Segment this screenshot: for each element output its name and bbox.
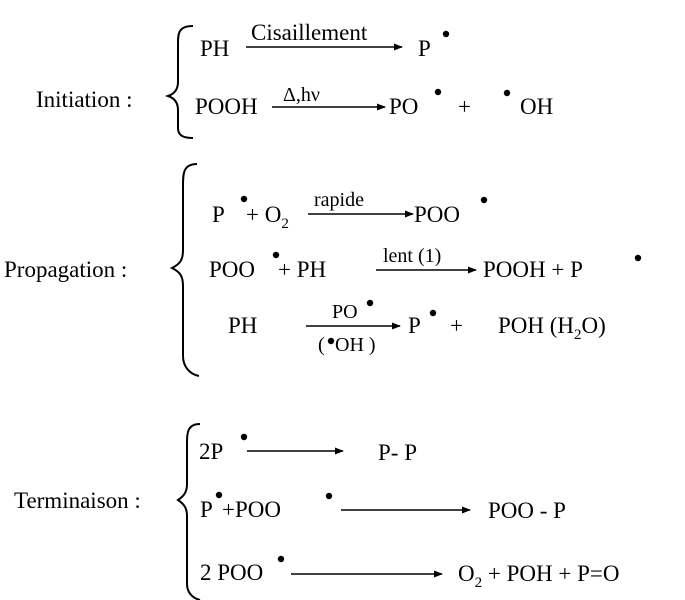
terminaison-section: Terminaison : 2P P- P P +POO POO - P 2 P… (14, 423, 619, 600)
terminaison-brace (176, 423, 201, 600)
plus-sign: + (450, 313, 463, 338)
section-label-propagation: Propagation : (4, 257, 127, 282)
reactant: PH (200, 36, 229, 61)
radical-dot (634, 254, 642, 262)
product: POO - P (488, 498, 566, 523)
product: P (418, 36, 431, 61)
terminaison-reaction-3: 2 POO O2 + POH + P=O (200, 555, 619, 591)
section-label-initiation: Initiation : (36, 87, 132, 112)
propagation-brace (169, 163, 200, 377)
terminaison-reaction-1: 2P P- P (199, 433, 417, 465)
radical-dot (240, 433, 248, 441)
arrow-condition-top: PO (332, 301, 358, 323)
product-1: P (408, 313, 421, 338)
product: P- P (378, 440, 417, 465)
radical-dot (240, 195, 248, 203)
product: POOH + P (483, 257, 583, 282)
reactant: 2P (199, 439, 223, 464)
propagation-reaction-2: POO + PH lent (1) POOH + P (209, 245, 642, 282)
product: POO (414, 202, 460, 227)
radical-dot (277, 555, 285, 563)
radical-dot (327, 337, 335, 345)
initiation-reaction-2: POOH Δ,hν PO + OH (195, 84, 553, 119)
radical-dot (272, 251, 280, 259)
reactant-1: P (200, 497, 213, 522)
initiation-brace (164, 25, 194, 139)
radical-dot (429, 309, 437, 317)
radical-dot (325, 492, 333, 500)
plus-sign: + (458, 94, 471, 119)
propagation-reaction-3: PH PO ( OH ) P + POH (H2O) (228, 299, 606, 356)
product-2: OH (520, 94, 553, 119)
reactant: 2 POO (200, 560, 263, 585)
arrow-condition: Cisaillement (251, 20, 368, 45)
section-label-terminaison: Terminaison : (14, 488, 141, 513)
reactant-1: P (212, 202, 225, 227)
radical-dot (366, 299, 374, 307)
propagation-section: Propagation : P + O2 rapide POO POO + PH… (4, 163, 642, 377)
arrow-condition: rapide (314, 189, 364, 211)
initiation-section: Initiation : PH Cisaillement P POOH Δ,hν… (36, 20, 553, 139)
radical-dot (503, 89, 511, 97)
product-1: PO (389, 94, 418, 119)
reactant-1: POO (209, 257, 255, 282)
terminaison-reaction-2: P +POO POO - P (200, 491, 566, 523)
reactant: PH (228, 313, 257, 338)
propagation-reaction-1: P + O2 rapide POO (212, 189, 488, 232)
product-2: POH (H2O) (498, 313, 606, 343)
reactant-2: +POO (222, 497, 281, 522)
reactant-2: + PH (278, 257, 326, 282)
arrow-condition-bottom: OH ) (335, 334, 376, 356)
product: O2 + POH + P=O (458, 561, 619, 591)
reactant-2: + O2 (246, 202, 289, 232)
radical-dot (434, 88, 442, 96)
radical-dot (480, 196, 488, 204)
radical-dot (215, 491, 223, 499)
arrow-condition: Δ,hν (283, 84, 320, 106)
arrow-condition-bottom-open: ( (318, 334, 325, 356)
initiation-reaction-1: PH Cisaillement P (200, 20, 450, 61)
reactant: POOH (195, 94, 258, 119)
radical-dot (442, 30, 450, 38)
arrow-condition: lent (1) (383, 245, 441, 267)
